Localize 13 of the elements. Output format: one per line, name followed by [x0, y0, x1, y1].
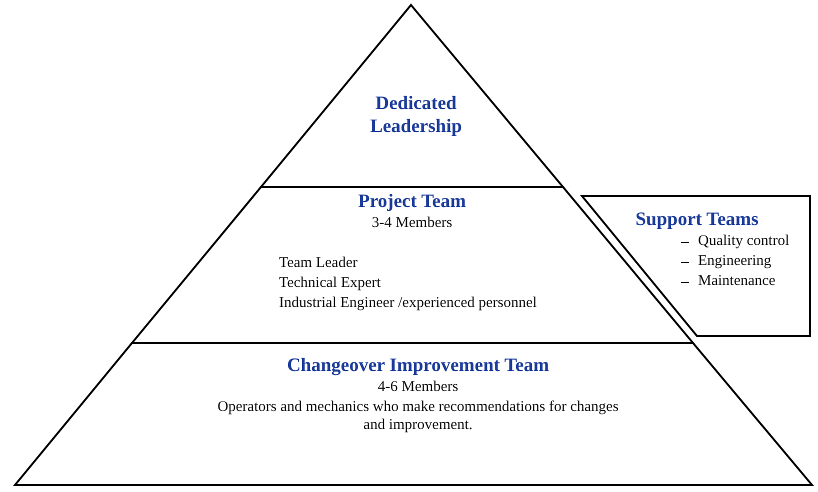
description-text: 4-6 Members: [376, 378, 460, 396]
description-text: Operators and mechanics who make recommendations for changes and improvement.: [216, 398, 620, 434]
description-text: 3-4 Members: [370, 214, 454, 232]
tier-heading: Dedicated Leadership: [369, 93, 463, 139]
list-item: Quality control: [698, 232, 790, 250]
tier-heading: Changeover Improvement Team: [286, 355, 550, 378]
tier-heading: Support Teams: [634, 209, 760, 232]
list-item: Industrial Engineer /experienced personnel: [279, 294, 537, 312]
list-item: Maintenance: [698, 272, 776, 290]
list-item: Engineering: [698, 252, 772, 270]
list-item: Team Leader: [279, 254, 358, 272]
tier-heading: Project Team: [357, 191, 467, 214]
list-item: Technical Expert: [279, 274, 381, 292]
